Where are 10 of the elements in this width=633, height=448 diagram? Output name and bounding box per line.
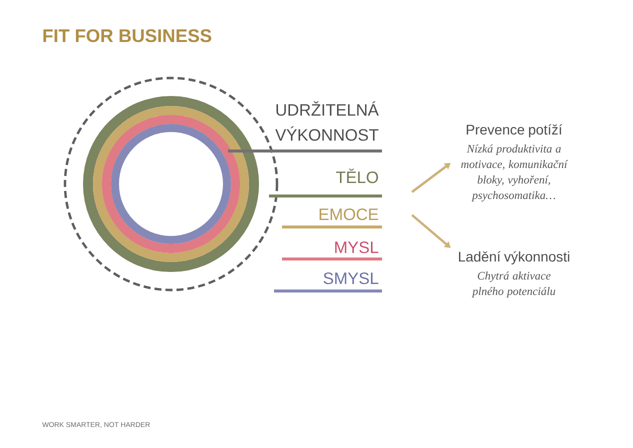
description: Nízká produktivita a motivace, komunikační bloky, vyhoření, psychosomatika…	[461, 144, 568, 202]
label: TĚLO	[336, 168, 378, 184]
heading: Prevence potíží	[466, 124, 562, 138]
description: Chytrá aktivace plného potenciálu	[472, 272, 556, 298]
label: EMOCE	[320, 208, 378, 220]
label: SMYSL	[324, 272, 378, 284]
title: FIT FOR BUSINESS	[43, 29, 212, 42]
heading-label: UDRŽITELNÁ VÝKONNOST	[275, 101, 379, 141]
heading: Ladění výkonnosti	[459, 251, 570, 264]
label: MYSL	[335, 241, 378, 254]
